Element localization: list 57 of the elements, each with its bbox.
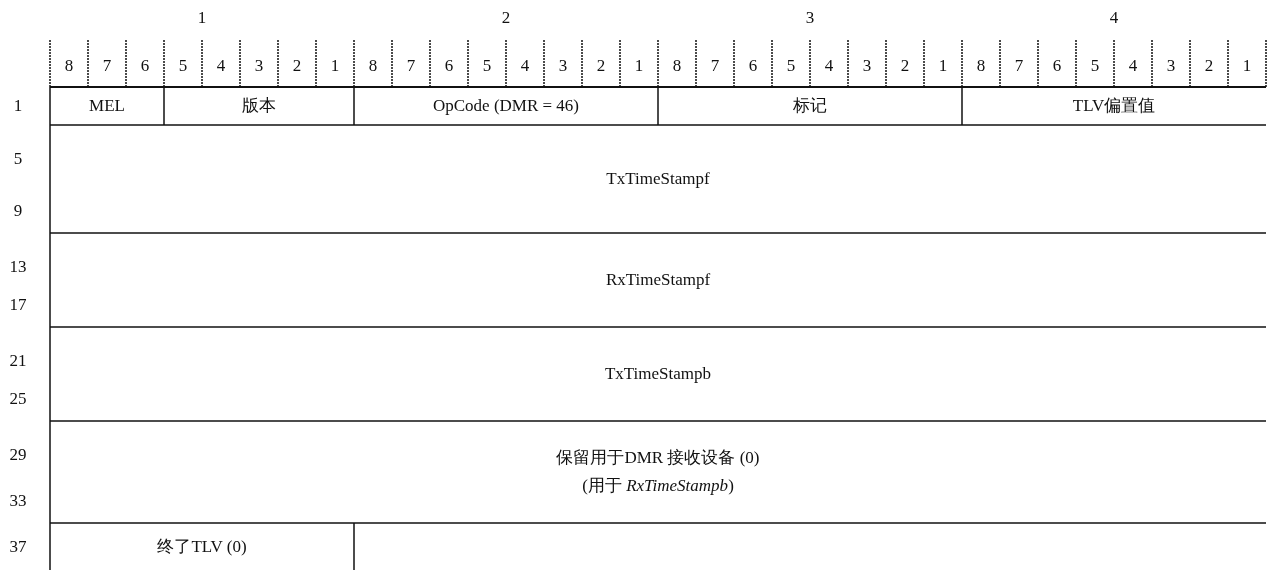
- bit-number: 6: [140, 55, 150, 77]
- row-offset: 1: [13, 95, 23, 117]
- bit-number: 5: [482, 55, 492, 77]
- row-offset: 13: [9, 256, 27, 278]
- field-name: 版本: [242, 95, 276, 117]
- bit-number: 7: [406, 55, 416, 77]
- bit-number: 6: [1052, 55, 1062, 77]
- bit-number: 4: [216, 55, 226, 77]
- field-name: MEL: [89, 95, 125, 117]
- field-name: 标记: [793, 95, 827, 117]
- row-offset: 29: [9, 444, 27, 466]
- bit-number: 7: [102, 55, 112, 77]
- bit-number: 3: [862, 55, 872, 77]
- bit-number: 4: [520, 55, 530, 77]
- row-offset: 5: [13, 148, 23, 170]
- field-name: RxTimeStampf: [605, 269, 711, 291]
- bit-number: 3: [1166, 55, 1176, 77]
- field-name: TxTimeStampf: [606, 168, 710, 190]
- row-offset: 21: [9, 350, 27, 372]
- bit-number: 3: [254, 55, 264, 77]
- bit-number: 5: [1090, 55, 1100, 77]
- bit-number: 8: [64, 55, 74, 77]
- byte-number: 4: [1109, 7, 1119, 29]
- bit-number: 1: [330, 55, 340, 77]
- bit-number: 6: [748, 55, 758, 77]
- bit-number: 3: [558, 55, 568, 77]
- row-offset: 25: [9, 388, 27, 410]
- byte-number: 3: [805, 7, 815, 29]
- bit-number: 8: [672, 55, 682, 77]
- bit-number: 6: [444, 55, 454, 77]
- bit-number: 1: [1242, 55, 1252, 77]
- bit-number: 5: [178, 55, 188, 77]
- bit-number: 8: [976, 55, 986, 77]
- bit-number: 7: [710, 55, 720, 77]
- bit-number: 5: [786, 55, 796, 77]
- bit-number: 2: [292, 55, 302, 77]
- field-name: 终了TLV (0): [157, 536, 247, 558]
- bit-number: 1: [634, 55, 644, 77]
- bit-number: 1: [938, 55, 948, 77]
- field-name: OpCode (DMR = 46): [432, 95, 580, 117]
- bit-number: 2: [900, 55, 910, 77]
- row-offset: 33: [9, 490, 27, 512]
- row-offset: 17: [9, 294, 27, 316]
- bit-number: 7: [1014, 55, 1024, 77]
- field-name: 保留用于DMR 接收设备 (0): [556, 447, 760, 469]
- bit-number: 2: [596, 55, 606, 77]
- bit-number: 8: [368, 55, 378, 77]
- bit-number: 2: [1204, 55, 1214, 77]
- bit-number: 4: [824, 55, 834, 77]
- byte-number: 2: [501, 7, 511, 29]
- row-offset: 37: [9, 536, 27, 558]
- byte-number: 1: [197, 7, 207, 29]
- field-name: (用于 RxTimeStampb): [582, 475, 734, 497]
- field-name: TxTimeStampb: [604, 363, 712, 385]
- row-offset: 9: [13, 200, 23, 222]
- field-name: TLV偏置值: [1072, 95, 1156, 117]
- bit-number: 4: [1128, 55, 1138, 77]
